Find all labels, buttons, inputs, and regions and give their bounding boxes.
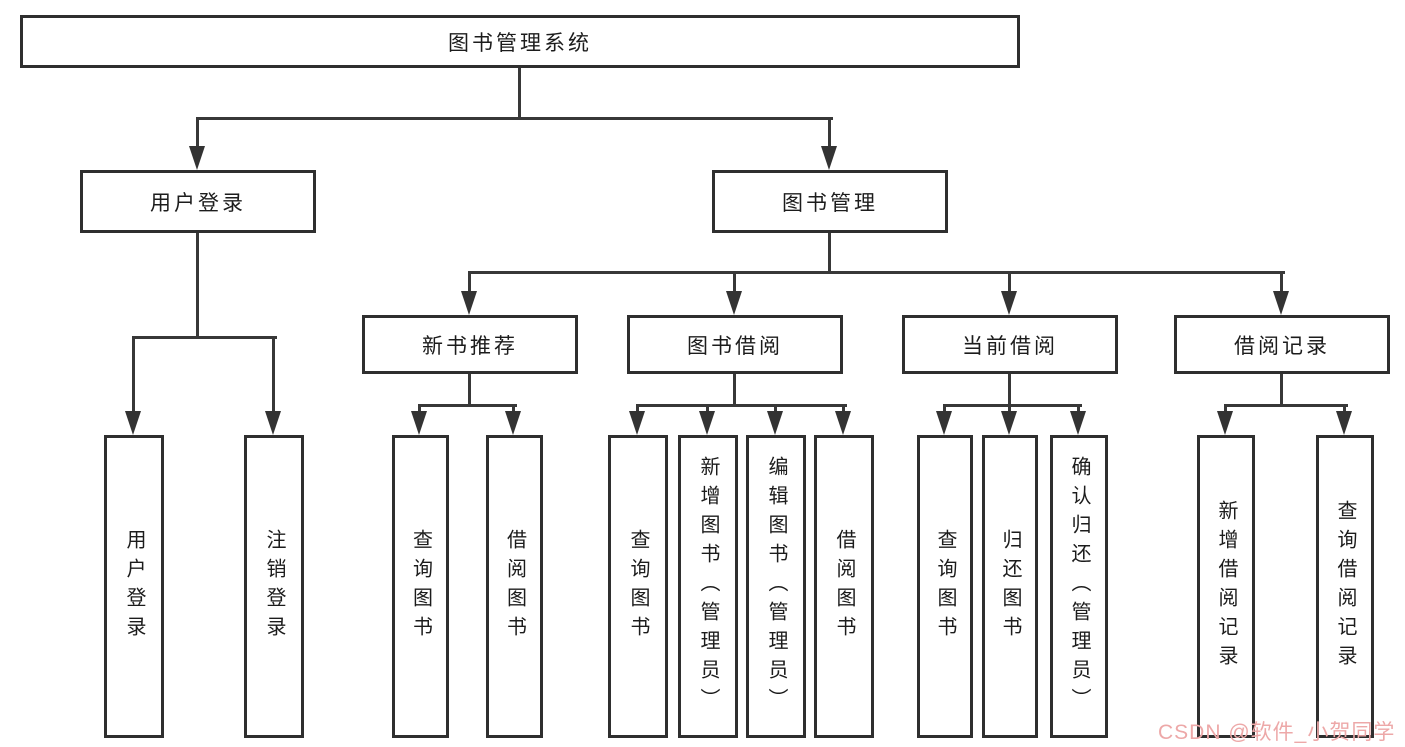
arrow-down-icon [189,146,205,170]
node-label: 编辑图书（管理员） [765,456,787,717]
node-label: 图书管理 [782,191,878,215]
arrow-down-icon [1336,411,1352,435]
arrow-down-icon [1217,411,1233,435]
connector-drop [196,117,199,150]
connector-drop [272,336,275,416]
arrow-down-icon [1001,291,1017,315]
leaf-logout: 注销登录 [244,435,304,738]
connector-branch [418,404,517,407]
connector-drop [132,336,135,416]
node-label: 查询图书 [934,528,956,645]
connector-stem [733,373,736,407]
arrow-down-icon [835,411,851,435]
node-borrowing-records: 借阅记录 [1174,315,1390,374]
connector-drop [842,404,845,416]
arrow-down-icon [821,146,837,170]
arrow-down-icon [1070,411,1086,435]
connector-drop [468,271,471,295]
arrow-down-icon [125,411,141,435]
node-label: 借阅图书 [833,528,855,645]
arrow-down-icon [265,411,281,435]
connector-drop [828,117,831,150]
arrow-down-icon [411,411,427,435]
connector-drop [1280,271,1283,295]
connector-drop [512,404,515,416]
leaf-query-books-borrowing: 查询图书 [608,435,668,738]
node-label: 借阅记录 [1234,334,1330,358]
connector-drop [1008,404,1011,416]
connector-drop [943,404,946,416]
connector-stem [1008,373,1011,407]
connector-drop [1008,271,1011,295]
arrow-down-icon [1273,291,1289,315]
arrow-down-icon [505,411,521,435]
node-book-management: 图书管理 [712,170,948,233]
node-label: 图书管理系统 [448,31,592,55]
csdn-watermark: CSDN @软件_小贺同学 [1158,721,1396,744]
connector-drop [774,404,777,416]
connector-drop [418,404,421,416]
leaf-add-book-admin: 新增图书（管理员） [678,435,738,738]
arrow-down-icon [461,291,477,315]
node-label: 新增图书（管理员） [697,456,719,717]
connector-branch [943,404,1082,407]
connector-stem [196,232,199,339]
node-label: 新书推荐 [422,334,518,358]
connector-branch [132,336,277,339]
node-book-borrowing: 图书借阅 [627,315,843,374]
node-label: 用户登录 [123,528,145,645]
connector-drop [636,404,639,416]
connector-branch [636,404,847,407]
arrow-down-icon [726,291,742,315]
arrow-down-icon [629,411,645,435]
arrow-down-icon [699,411,715,435]
leaf-query-books-recommend: 查询图书 [392,435,449,738]
connector-drop [1224,404,1227,416]
leaf-borrow-books-borrowing: 借阅图书 [814,435,874,738]
node-label: 借阅图书 [503,528,526,645]
node-label: 查询借阅记录 [1334,499,1356,674]
node-label: 图书借阅 [687,334,783,358]
connector-stem [828,232,831,274]
node-current-borrowing: 当前借阅 [902,315,1118,374]
connector-stem [468,373,471,407]
node-user-login: 用户登录 [80,170,316,233]
connector-drop [706,404,709,416]
leaf-add-borrow-record: 新增借阅记录 [1197,435,1255,738]
arrow-down-icon [1001,411,1017,435]
leaf-query-books-current: 查询图书 [917,435,973,738]
node-label: 查询图书 [409,528,432,645]
node-label: 注销登录 [263,528,285,645]
node-book-management-system: 图书管理系统 [20,15,1020,68]
connector-drop [1343,404,1346,416]
connector-drop [733,271,736,295]
leaf-edit-book-admin: 编辑图书（管理员） [746,435,806,738]
connector-branch [196,117,833,120]
leaf-return-books: 归还图书 [982,435,1038,738]
arrow-down-icon [936,411,952,435]
connector-branch [468,271,1285,274]
node-label: 确认归还（管理员） [1068,456,1090,717]
node-label: 归还图书 [999,528,1021,645]
node-label: 当前借阅 [962,334,1058,358]
connector-stem [518,67,521,119]
leaf-confirm-return-admin: 确认归还（管理员） [1050,435,1108,738]
node-new-book-recommend: 新书推荐 [362,315,578,374]
leaf-user-login: 用户登录 [104,435,164,738]
node-label: 查询图书 [627,528,649,645]
leaf-query-borrow-record: 查询借阅记录 [1316,435,1374,738]
arrow-down-icon [767,411,783,435]
node-label: 用户登录 [150,191,246,215]
node-label: 新增借阅记录 [1215,499,1237,674]
leaf-borrow-books-recommend: 借阅图书 [486,435,543,738]
connector-stem [1280,373,1283,407]
connector-drop [1077,404,1080,416]
connector-branch [1224,404,1348,407]
